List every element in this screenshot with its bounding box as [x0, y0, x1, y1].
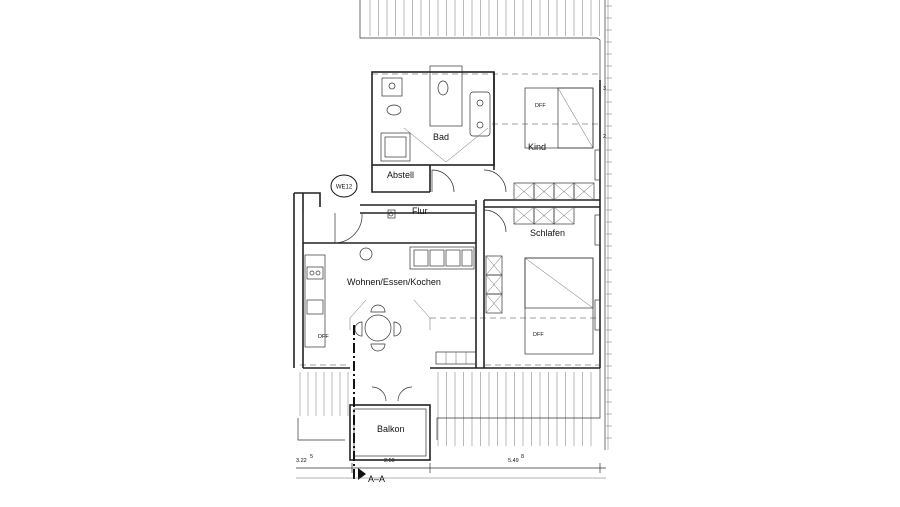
dimension-right-sup: 8: [521, 454, 524, 460]
dff-label: DFF: [533, 332, 544, 338]
roof-hatching-bottom-left: [299, 372, 349, 416]
bathroom-fixtures: [380, 65, 491, 163]
windows: [594, 149, 601, 331]
room-label-flur: Flur: [412, 206, 428, 216]
dimension-right: 5.49: [508, 458, 519, 464]
doors: [302, 169, 507, 402]
roof-hatching-top: [369, 0, 600, 36]
room-label-schlafen: Schlafen: [530, 228, 565, 238]
dimension-left: 3.22: [296, 458, 307, 464]
kneewall-lines: [300, 73, 600, 366]
dimension-left-sup: 5: [310, 454, 313, 460]
unit-tag-text: WE12: [336, 185, 353, 191]
room-label-balkon: Balkon: [377, 424, 405, 434]
sideboard: [435, 351, 477, 365]
room-label-bad: Bad: [433, 132, 449, 142]
room-label-kind: Kind: [528, 142, 546, 152]
side-mark: 2: [603, 134, 606, 140]
balcony: [349, 299, 431, 461]
beds: [524, 87, 594, 355]
sofa: [409, 246, 475, 270]
dff-label: DFF: [318, 334, 329, 340]
section-line: [353, 325, 366, 480]
dff-label: DFF: [535, 103, 546, 109]
room-label-abstell: Abstell: [387, 170, 414, 180]
section-marker: A–A: [368, 474, 385, 484]
roof-outline: [297, 0, 606, 450]
roof-hatching-bottom-right: [437, 372, 592, 446]
unit-tag: WE12: [330, 174, 358, 198]
dimension-line: [296, 463, 606, 479]
roof-hatching-right: [606, 0, 612, 450]
kitchen-counter: [304, 247, 373, 348]
room-label-wohnen: Wohnen/Essen/Kochen: [347, 277, 441, 287]
side-mark: 3: [603, 86, 606, 92]
dimension-balcony: 2.50: [384, 458, 395, 464]
dining-table: [354, 304, 402, 352]
wardrobes: [485, 182, 595, 314]
flur-detail: [387, 209, 396, 219]
